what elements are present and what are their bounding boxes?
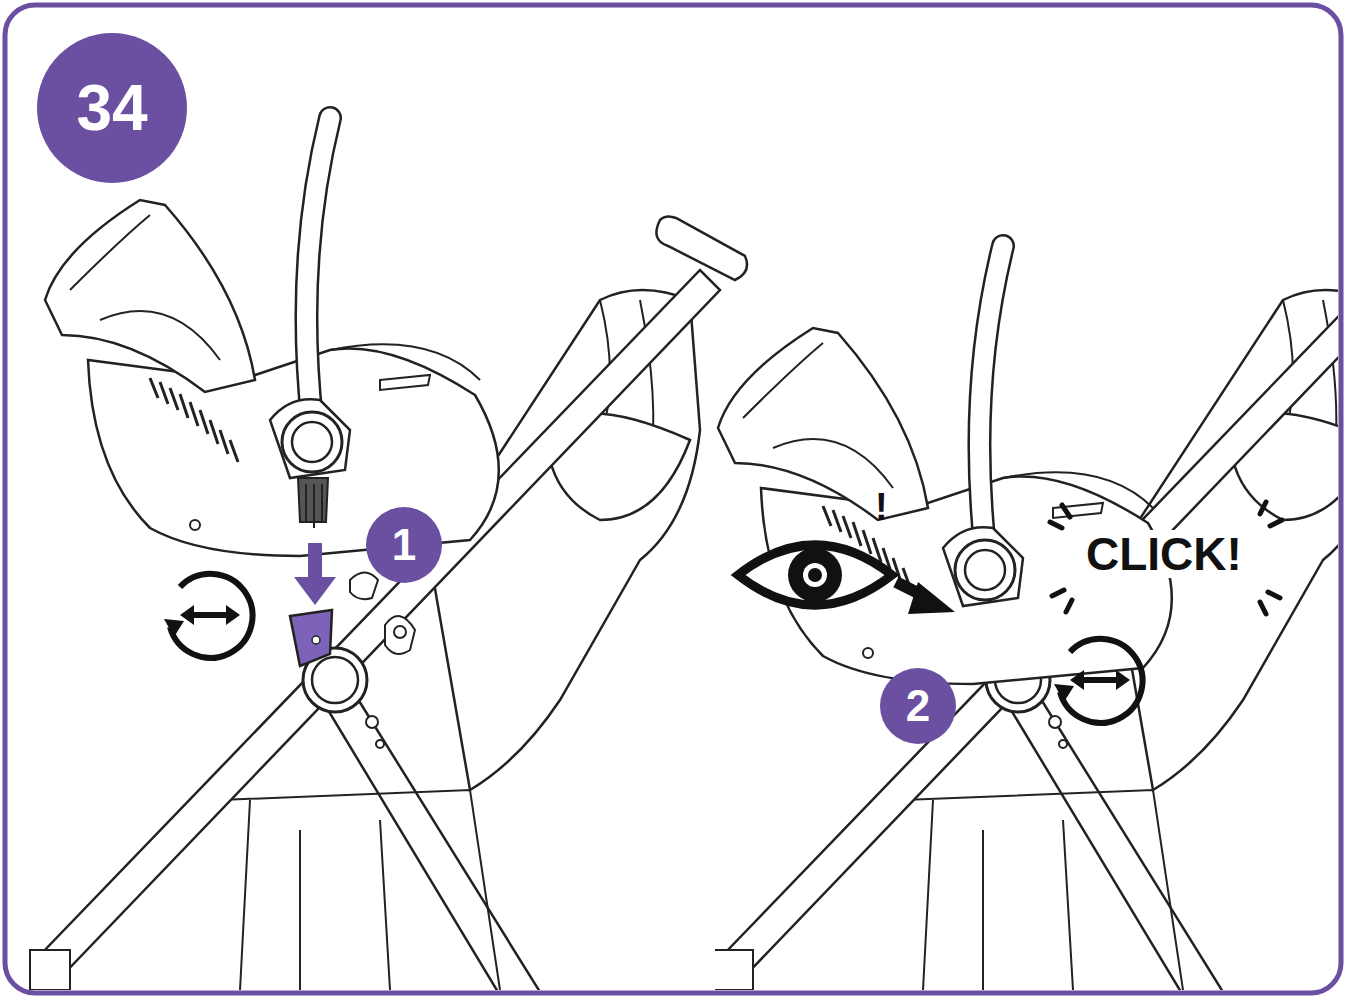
callout-number: 2 — [880, 668, 956, 744]
number-text: 34 — [76, 76, 147, 140]
number-text: 2 — [906, 684, 930, 728]
attention-mark: ! — [872, 488, 891, 528]
panel-border — [5, 5, 1341, 993]
step-number-badge: 34 — [37, 33, 187, 183]
callout-number: 1 — [366, 507, 442, 583]
sound-cue: CLICK! — [1083, 530, 1245, 578]
number-text: 1 — [392, 523, 416, 567]
